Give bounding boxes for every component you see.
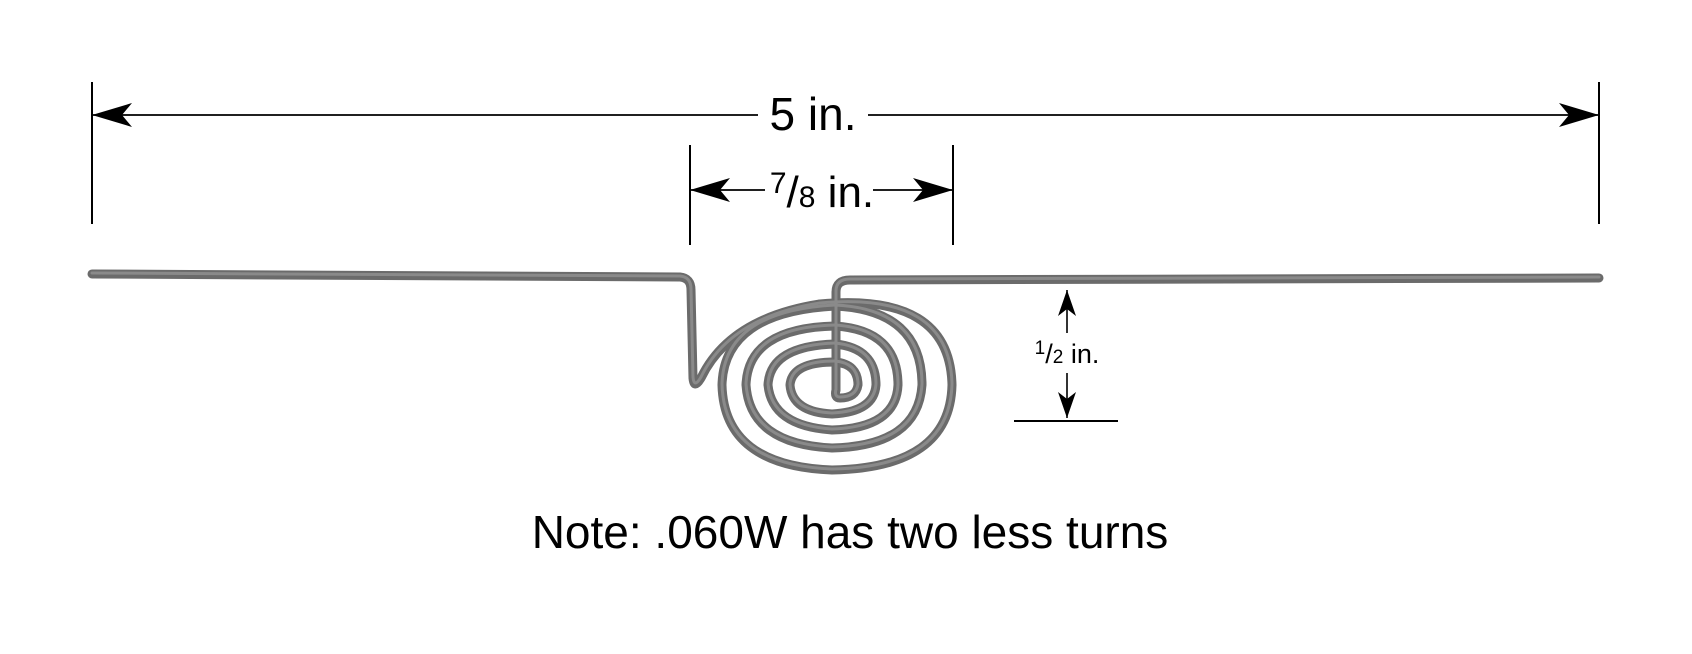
spiral-turn-4-highlight — [788, 341, 878, 415]
left-lead-wire — [87, 269, 825, 389]
overall-length-label: 5 in. — [770, 88, 857, 140]
wire-coil — [87, 269, 1604, 475]
coil-width-label: 7/8 in. — [770, 167, 874, 217]
spiral-outer-turn-highlight — [720, 300, 954, 471]
overall-length-dimension: 5 in. — [91, 82, 1600, 224]
coil-width-dimension: 7/8 in. — [689, 145, 954, 245]
spiral-inner-turn-highlight — [833, 359, 860, 399]
left-lead-wire-highlight — [90, 271, 822, 385]
height-dimension: 1/2 in. — [1014, 290, 1118, 422]
right-lead-wire-highlight — [834, 275, 1601, 391]
note-text: Note: .060W has two less turns — [532, 506, 1169, 558]
spiral-turn-3-highlight — [766, 323, 900, 431]
spiral-turn-2-highlight — [744, 303, 924, 449]
height-label: 1/2 in. — [1035, 338, 1100, 369]
